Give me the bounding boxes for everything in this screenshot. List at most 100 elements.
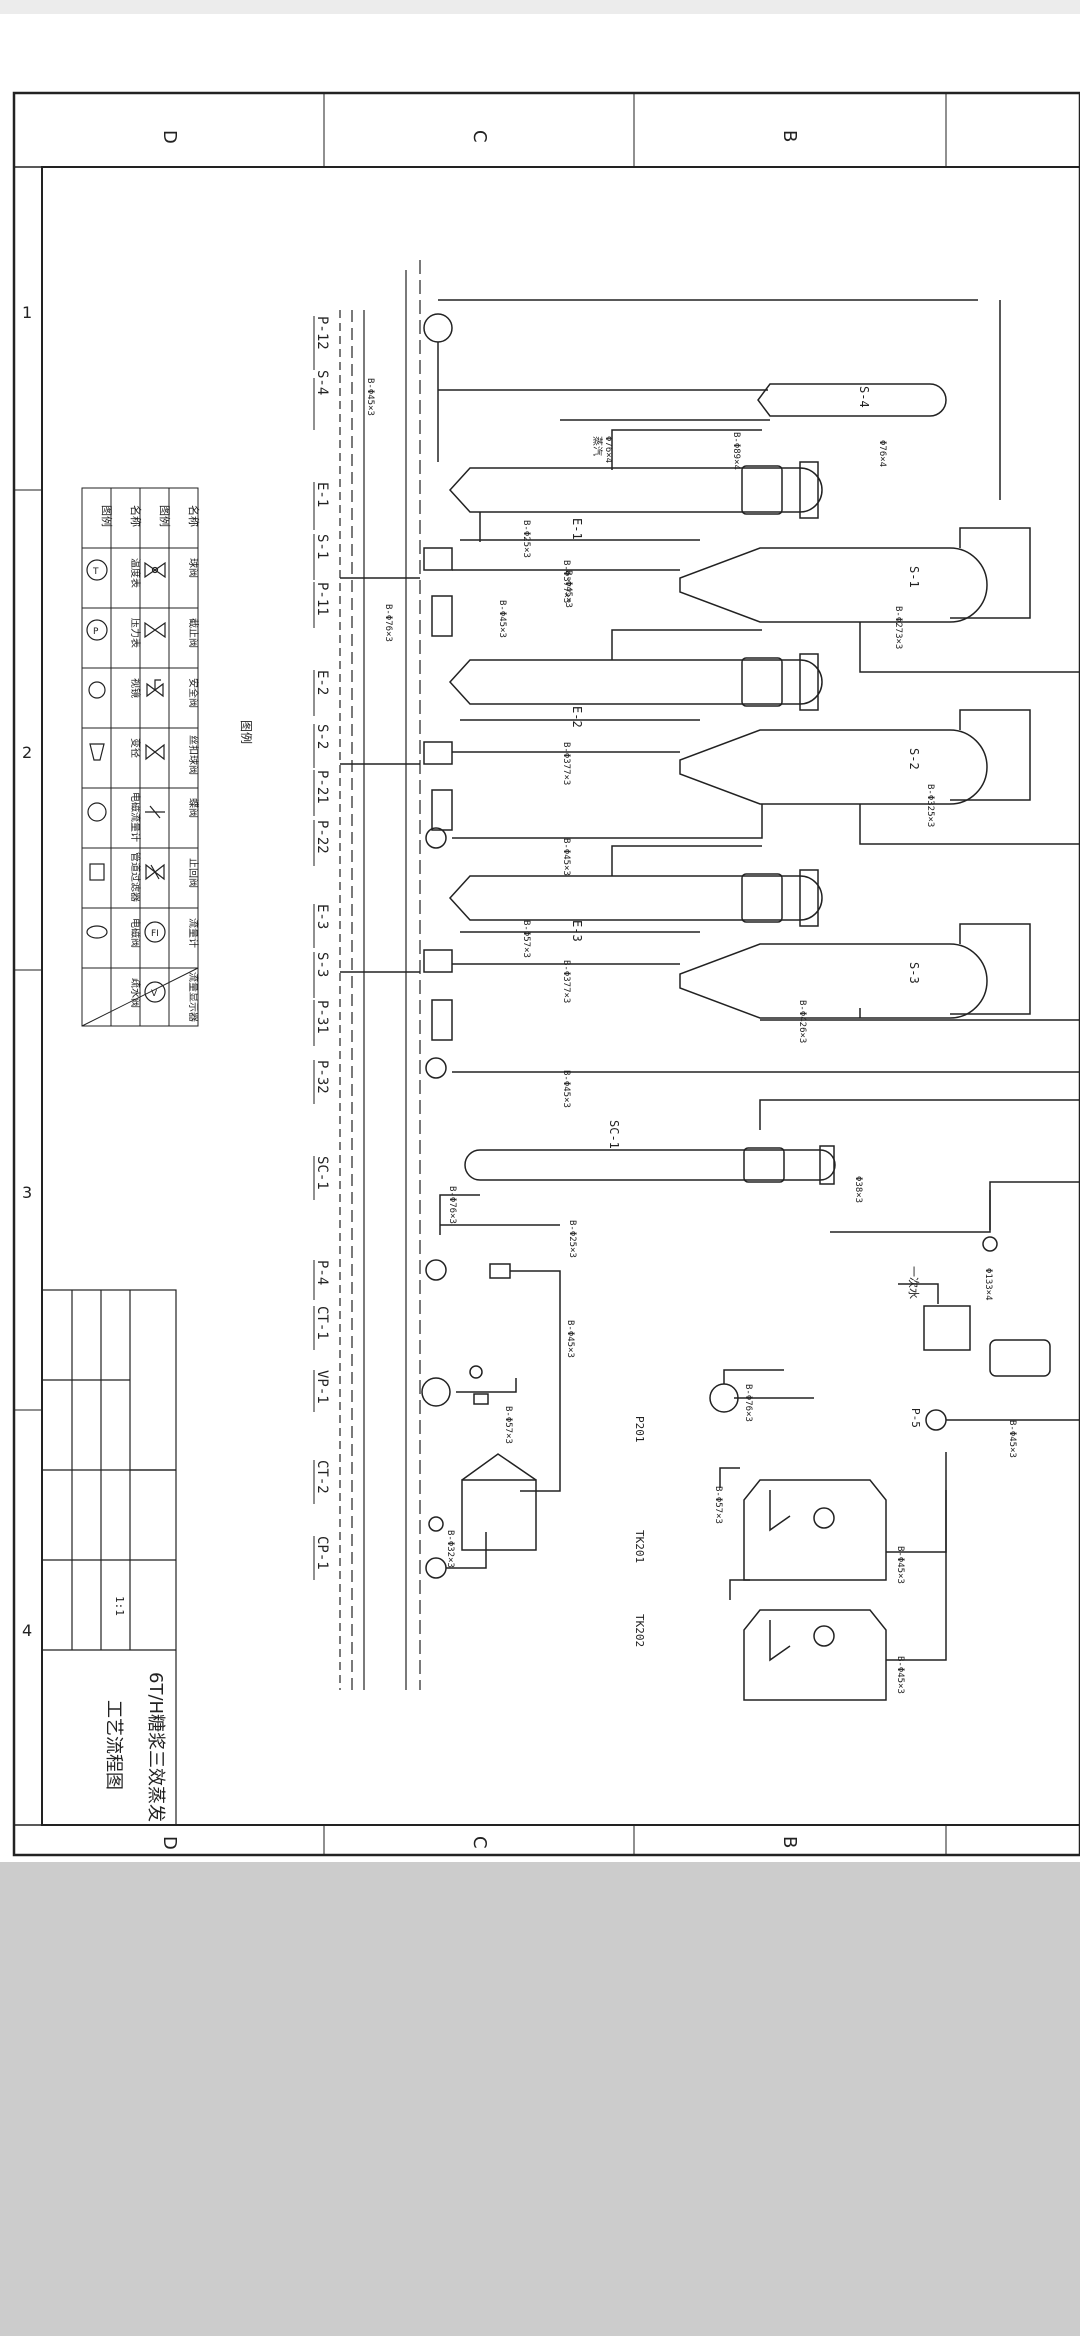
zone-number-2: 2 [22, 743, 32, 762]
pipe-spec-26: B-Φ45×3 [895, 1656, 905, 1694]
pump-p-21-motor [423, 741, 453, 765]
flowmeter-symbol-icon [144, 921, 166, 943]
label-s-3: S-3 [907, 962, 921, 984]
tag-p-11: P-11 [314, 582, 330, 616]
label-s-2: S-2 [907, 748, 921, 770]
label-s-4: S-4 [857, 386, 871, 408]
pump-p-21-base [431, 789, 453, 831]
pipe-spec-8: B-Φ377×3 [561, 560, 571, 603]
e-2-separator-head [741, 657, 783, 707]
legend-label-thermometer: 温度表 [129, 558, 142, 588]
label-e-2: E-2 [570, 706, 584, 728]
threaded-ball-valve-symbol-icon [145, 743, 165, 761]
legend-label-pressure-gauge: 压力表 [129, 618, 142, 648]
pipe-spec-18: B-Φ76×3 [447, 1186, 457, 1224]
pipe-spec-28: B-Φ45×3 [1007, 1420, 1017, 1458]
pressure-gauge-symbol-icon [86, 619, 108, 641]
zone-letters: D C B D C B 1 2 3 4 [22, 130, 800, 1850]
tag-e-2: E-2 [314, 670, 330, 695]
drawing-subtitle: 工艺流程图 [103, 1700, 124, 1790]
empty-bottom-area [0, 1862, 1080, 2336]
safety-valve-symbol-icon [146, 679, 164, 698]
storage-tanks-section [709, 1190, 1080, 1701]
zone-number-1: 1 [22, 303, 32, 322]
legend-label-steam-trap: 疏水阀 [129, 978, 142, 1008]
drawing-title: 6T/H糖浆三效蒸发 [145, 1672, 166, 1822]
pipe-spec-21: B-Φ45×3 [565, 1320, 575, 1358]
legend-row-header: 名称 图例 名称 图例 [100, 505, 201, 527]
tag-s-3: S-3 [314, 952, 330, 977]
pump-p-22-icon [425, 827, 447, 849]
separator-s-2 [679, 729, 988, 805]
label-steam: 蒸汽 [591, 436, 604, 456]
pipe-spec-23: B-Φ76×3 [743, 1384, 753, 1422]
butterfly-valve-symbol-icon [145, 805, 165, 819]
tag-ct-2: CT-2 [314, 1460, 330, 1494]
label-e-3: E-3 [570, 920, 584, 942]
pipe-spec-22: B-Φ57×3 [503, 1406, 513, 1444]
tag-s-2: S-2 [314, 724, 330, 749]
label-e-1: E-1 [570, 518, 584, 540]
legend-fi-glyph: FI [151, 929, 159, 939]
pipe-spec-27: Φ133×4 [983, 1268, 993, 1301]
evaporator-e-2 [448, 659, 823, 705]
drawing-frame [12, 91, 1080, 1857]
pipe-filter-symbol-icon [89, 863, 105, 881]
pipe-spec-16: B-Φ426×3 [797, 1000, 807, 1043]
pump-p201-icon [709, 1383, 739, 1413]
pipe-spec-20: Φ38×3 [853, 1176, 863, 1203]
legend-label-em-flowmeter: 电磁流量计 [129, 792, 142, 842]
legend-label-sight-glass: 视镜 [129, 678, 142, 698]
tag-s-4: S-4 [314, 370, 330, 395]
label-tk201: TK201 [633, 1530, 646, 1563]
chiller-unit [989, 1339, 1051, 1377]
tag-p-22: P-22 [314, 820, 330, 854]
pump-p-31-motor [423, 949, 453, 973]
legend-title: 图例 [239, 720, 253, 744]
legend-label-pipe-filter: 管道过滤器 [129, 852, 142, 902]
pipe-spec-10: B-Φ45×3 [497, 600, 507, 638]
pipe-spec-14: B-Φ57×3 [521, 920, 531, 958]
legend-label-solenoid-valve: 电磁阀 [129, 918, 142, 948]
pipe-spec-5: B-Φ89×4 [731, 432, 741, 470]
label-p201: P201 [633, 1416, 646, 1443]
tk202-agitator-icon [813, 1625, 835, 1647]
tag-e-1: E-1 [314, 482, 330, 507]
legend-header-symbol-1: 图例 [158, 505, 172, 527]
pipe-spec-29: B-Φ32×3 [445, 1530, 455, 1568]
pump-p-11-motor [423, 547, 453, 571]
reducer-symbol-icon [89, 743, 105, 761]
pipe-spec-6: Φ76×4 [877, 440, 887, 467]
legend-t-glyph: T [92, 567, 99, 577]
effect-2-train [340, 629, 1080, 849]
legend-label-ball-valve: 球阀 [187, 558, 200, 578]
zone-number-4: 4 [22, 1621, 32, 1640]
solenoid-valve-symbol-icon [86, 925, 108, 939]
legend-header-name-1: 名称 [187, 505, 201, 527]
zone-letter-c-top: C [469, 130, 490, 143]
ct-1-tank [489, 1263, 511, 1279]
sight-glass-symbol-icon [88, 681, 106, 699]
pipe-spec-4: Φ76×4 [603, 436, 613, 463]
tag-p-12: P-12 [314, 316, 330, 350]
tag-cp-1: CP-1 [314, 1536, 330, 1570]
legend-p-glyph: P [93, 627, 99, 637]
tag-ct-1: CT-1 [314, 1306, 330, 1340]
pump-p-31-base [431, 999, 453, 1041]
pipe-spec-24: B-Φ57×3 [713, 1486, 723, 1524]
label-tk202: TK202 [633, 1614, 646, 1647]
legend-header-symbol-2: 图例 [100, 505, 114, 527]
legend-table: 图例 名称 图例 名称 图例 球阀 温度表 截止阀 压力表 安全阀 视镜 丝扣球… [81, 487, 253, 1027]
preheater-s-4 [757, 383, 947, 417]
legend-label-threaded-ball-valve: 丝扣球阀 [187, 735, 200, 775]
zone-number-3: 3 [22, 1183, 32, 1202]
label-water-inlet: 一次水 [907, 1266, 921, 1299]
cooling-tank-ct-2 [461, 1479, 537, 1551]
legend-label-butterfly-valve: 蝶阀 [187, 798, 200, 818]
legend-label-safety-valve: 安全阀 [187, 678, 200, 708]
pump-p-12-icon [423, 313, 453, 343]
tag-p-31: P-31 [314, 1000, 330, 1034]
title-block: 6T/H糖浆三效蒸发 工艺流程图 1:1 [41, 1289, 177, 1826]
label-sc-1: SC-1 [607, 1120, 621, 1149]
pump-p-5-icon [925, 1409, 947, 1431]
